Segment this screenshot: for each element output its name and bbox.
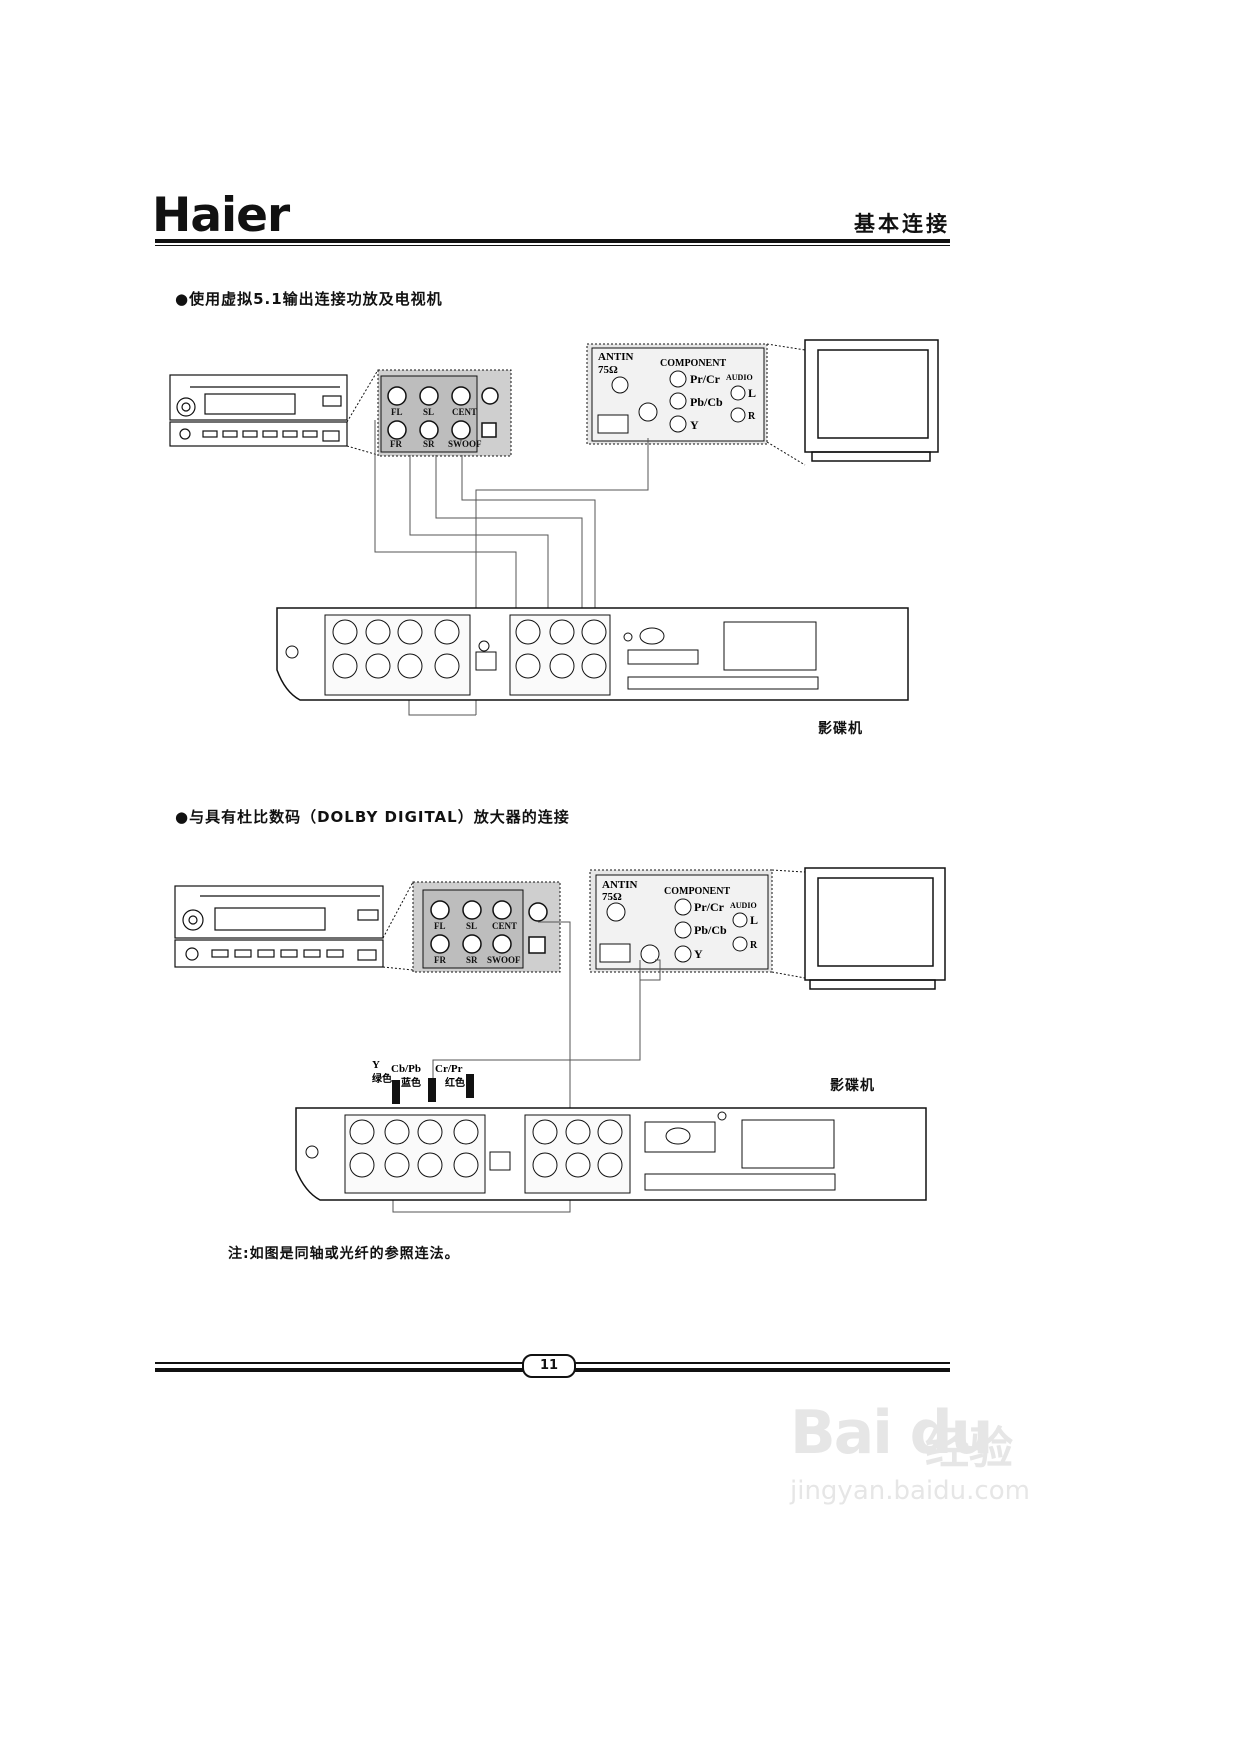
amp2-label-cent: CENT: [492, 921, 517, 931]
tv1-y: Y: [690, 418, 699, 432]
amp-label-sr: SR: [423, 439, 435, 449]
tv2-ohm: 75Ω: [602, 891, 622, 903]
page-number: 11: [522, 1354, 576, 1378]
tv1-pr: Pr/Cr: [690, 372, 721, 386]
tv1-antin: ANTIN: [598, 351, 634, 363]
amp2-label-fl: FL: [434, 921, 446, 931]
tv1-audio: AUDIO: [726, 373, 753, 382]
tv2-pr: Pr/Cr: [694, 900, 725, 914]
watermark-cn: 经验: [925, 1423, 1013, 1474]
cable-label-cb-cn: 蓝色: [401, 1076, 421, 1089]
amp2-label-swoof: SWOOF: [487, 955, 521, 965]
tv-icon: [804, 867, 946, 990]
tv1-pb: Pb/Cb: [690, 395, 723, 409]
watermark-url: jingyan.baidu.com: [790, 1476, 1030, 1506]
tv1-ohm: 75Ω: [598, 364, 618, 376]
tv-back-panel: ANTIN 75Ω COMPONENT Pr/Cr Pb/Cb Y AUDIO …: [589, 869, 773, 973]
tv2-r: R: [750, 940, 758, 951]
tv2-l: L: [750, 913, 758, 927]
watermark-brand: Bai du: [790, 1398, 993, 1468]
tv2-audio: AUDIO: [730, 901, 757, 910]
diagram2-heading: ●与具有杜比数码（DOLBY DIGITAL）放大器的连接: [175, 808, 570, 826]
amplifier-icon: [169, 374, 348, 447]
tv1-r: R: [748, 411, 756, 422]
amp2-label-sl: SL: [466, 921, 477, 931]
tv-back-panel: ANTIN 75Ω COMPONENT Pr/Cr Pb/Cb Y AUDIO …: [586, 343, 768, 445]
cable-label-y-cn: 绿色: [372, 1072, 392, 1085]
header-rule: [155, 239, 950, 243]
diagram1-illustration: FL SL CENT FR SR SWOOF ANTIN 75Ω COMPONE…: [169, 339, 939, 716]
section-title: 基本连接: [854, 212, 950, 236]
brand-logo: Haier: [152, 188, 290, 243]
diagram1-player-caption: 影碟机: [818, 721, 863, 737]
amp2-label-fr: FR: [434, 955, 446, 965]
tv2-pb: Pb/Cb: [694, 923, 727, 937]
amp-label-swoof: SWOOF: [448, 439, 482, 449]
diagram1-heading: ●使用虚拟5.1输出连接功放及电视机: [175, 290, 443, 308]
cable-label-cr-cn: 红色: [445, 1076, 465, 1089]
manual-page: Haier 基本连接 ●使用虚拟5.1输出连接功放及电视机: [152, 188, 1030, 1506]
amp-back-panel: FL SL CENT FR SR SWOOF: [412, 881, 561, 973]
tv1-l: L: [748, 386, 756, 400]
cable-label-y: Y: [372, 1059, 380, 1071]
tv1-component: COMPONENT: [660, 358, 726, 369]
tv2-y: Y: [694, 947, 703, 961]
amp-label-fl: FL: [391, 407, 403, 417]
amp-label-sl: SL: [423, 407, 434, 417]
diagram2-illustration: FL SL CENT FR SR SWOOF ANTIN 75Ω COMPONE…: [174, 867, 946, 1213]
header-rule-thin: [155, 245, 950, 246]
tv-icon: [804, 339, 939, 462]
amp-label-cent: CENT: [452, 407, 477, 417]
amp-label-fr: FR: [390, 439, 402, 449]
amp2-label-sr: SR: [466, 955, 478, 965]
tv2-component: COMPONENT: [664, 886, 730, 897]
cable-label-cr: Cr/Pr: [435, 1063, 463, 1075]
diagram2-player-caption: 影碟机: [830, 1078, 875, 1094]
dvd-player-icon: [276, 607, 909, 701]
amplifier-icon: [174, 885, 384, 968]
cable-label-cb: Cb/Pb: [391, 1063, 421, 1075]
amp-back-panel: FL SL CENT FR SR SWOOF: [377, 369, 512, 457]
dvd-player-icon: [295, 1107, 927, 1201]
note-text: 注:如图是同轴或光纤的参照连法。: [228, 1246, 460, 1262]
tv2-antin: ANTIN: [602, 879, 638, 891]
